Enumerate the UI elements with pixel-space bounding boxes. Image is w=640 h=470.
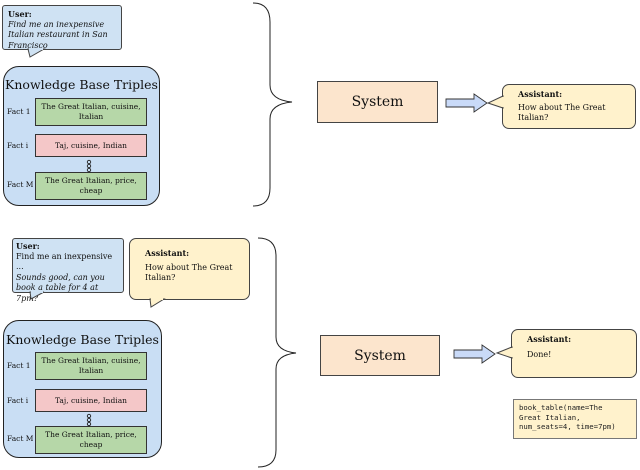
curly-brace xyxy=(257,237,297,468)
user-message: Find me an inexpensive Italian restauran… xyxy=(8,19,108,50)
bubble-tail xyxy=(27,48,46,58)
user-message: Sounds good, can you book a table for 4 … xyxy=(16,272,105,303)
bubble-tail xyxy=(149,298,166,308)
user-speaker-label: User: xyxy=(8,9,32,19)
assistant-bubble-previous: Assistant: How about The Great Italian? xyxy=(129,238,250,300)
user-bubble-top: User: Find me an inexpensive Italian res… xyxy=(2,5,122,50)
kb-title: Knowledge Base Triples xyxy=(6,332,159,347)
user-speaker-label: User: xyxy=(16,241,40,251)
assistant-message: Done! xyxy=(527,349,552,359)
arrow xyxy=(453,344,496,364)
system-box-bottom: System xyxy=(320,335,440,376)
ellipsis-dot xyxy=(86,413,92,419)
api-call-box: book_table(name=The Great Italian, num_s… xyxy=(513,399,637,439)
assistant-speaker-label: Assistant: xyxy=(145,248,190,258)
assistant-speaker-label: Assistant: xyxy=(518,89,563,99)
fact-label: Fact i xyxy=(7,396,29,405)
fact-label: Fact M xyxy=(7,180,34,189)
bubble-tail xyxy=(29,291,45,300)
fact-label: Fact 1 xyxy=(7,361,31,370)
kb-title: Knowledge Base Triples xyxy=(5,77,158,92)
user-message-previous: Find me an inexpensive ... xyxy=(16,251,113,272)
curly-brace xyxy=(252,2,293,207)
fact-box: The Great Italian, cuisine, Italian xyxy=(35,352,147,380)
fact-label: Fact 1 xyxy=(7,107,31,116)
ellipsis-dot xyxy=(86,167,92,173)
ellipsis-dot xyxy=(86,421,92,427)
fact-box: The Great Italian, cuisine, Italian xyxy=(35,98,147,126)
assistant-message: How about The Great Italian? xyxy=(518,102,606,123)
fact-box: Taj, cuisine, Indian xyxy=(35,389,147,412)
bubble-tail xyxy=(495,346,513,359)
user-bubble-bottom xyxy=(12,238,124,293)
bubble-tail xyxy=(486,95,504,109)
fact-box: Taj, cuisine, Indian xyxy=(35,134,147,157)
fact-label: Fact M xyxy=(7,434,34,443)
arrow xyxy=(445,93,488,113)
system-box-top: System xyxy=(317,81,438,123)
user-bubble-bottom-text: User: Find me an inexpensive ... Sounds … xyxy=(16,241,122,304)
assistant-speaker-label: Assistant: xyxy=(527,334,572,344)
assistant-message: How about The Great Italian? xyxy=(145,262,233,283)
fact-box: The Great Italian, price, cheap xyxy=(35,426,147,454)
assistant-bubble-bottom: Assistant: Done! xyxy=(511,329,637,378)
assistant-bubble-top: Assistant: How about The Great Italian? xyxy=(502,84,636,129)
ellipsis-dot xyxy=(86,163,92,169)
fact-box: The Great Italian, price, cheap xyxy=(35,172,147,200)
fact-label: Fact i xyxy=(7,141,29,150)
ellipsis-dot xyxy=(86,159,92,165)
ellipsis-dot xyxy=(86,417,92,423)
